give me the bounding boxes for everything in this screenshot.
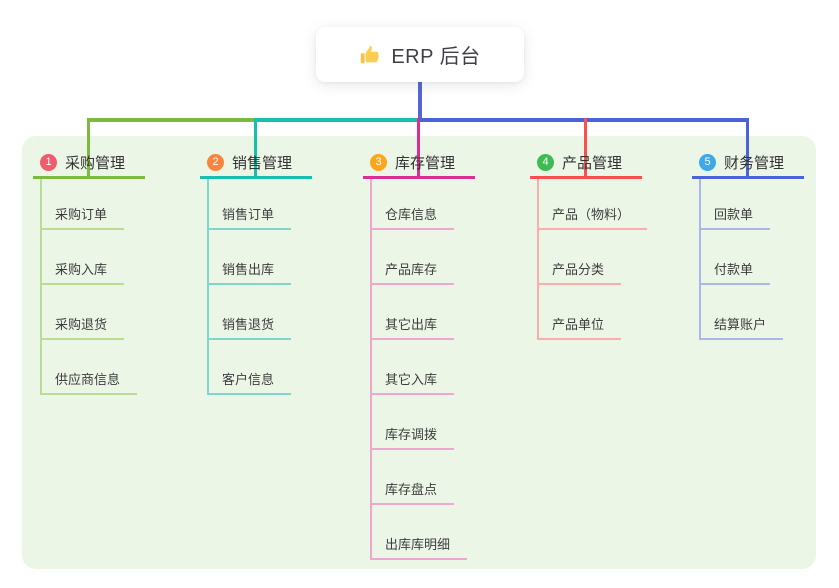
child-node[interactable]: 采购订单 xyxy=(40,204,125,230)
children-connector-line xyxy=(40,179,42,395)
child-node[interactable]: 结算账户 xyxy=(699,314,784,340)
branch-drop-line xyxy=(746,118,749,177)
branch-label: 库存管理 xyxy=(395,154,456,172)
branch-node[interactable]: 5 财务管理 xyxy=(692,148,804,179)
branch-label: 财务管理 xyxy=(724,154,785,172)
children-connector-line xyxy=(537,179,539,340)
root-node[interactable]: ERP 后台 xyxy=(316,27,524,82)
child-node[interactable]: 销售退货 xyxy=(207,314,292,340)
branch-drop-line xyxy=(87,118,90,177)
child-node[interactable]: 供应商信息 xyxy=(40,369,138,395)
child-node[interactable]: 采购退货 xyxy=(40,314,125,340)
child-node[interactable]: 库存调拨 xyxy=(370,424,455,450)
branch-drop-line xyxy=(417,118,420,177)
branch-label: 销售管理 xyxy=(232,154,293,172)
child-node[interactable]: 出库库明细 xyxy=(370,534,468,560)
bus-segment xyxy=(256,118,419,122)
child-node[interactable]: 库存盘点 xyxy=(370,479,455,505)
branch-number-badge: 5 xyxy=(699,153,716,171)
bus-segment xyxy=(89,118,256,122)
child-node[interactable]: 其它入库 xyxy=(370,369,455,395)
child-node[interactable]: 销售出库 xyxy=(207,259,292,285)
child-node[interactable]: 产品（物料） xyxy=(537,204,648,230)
branch-number-badge: 4 xyxy=(537,153,554,171)
child-node[interactable]: 产品单位 xyxy=(537,314,622,340)
children-connector-line xyxy=(699,179,701,340)
root-title: ERP 后台 xyxy=(391,46,481,68)
child-node[interactable]: 其它出库 xyxy=(370,314,455,340)
branch-label: 采购管理 xyxy=(65,154,126,172)
child-node[interactable]: 销售订单 xyxy=(207,204,292,230)
branch-label: 产品管理 xyxy=(562,154,623,172)
child-node[interactable]: 产品分类 xyxy=(537,259,622,285)
branch-drop-line xyxy=(254,118,257,177)
children-connector-line xyxy=(207,179,209,395)
branches-panel xyxy=(22,136,816,569)
child-node[interactable]: 客户信息 xyxy=(207,369,292,395)
branch-node[interactable]: 4 产品管理 xyxy=(530,148,642,179)
thumbs-up-icon xyxy=(361,45,380,63)
branch-number-badge: 2 xyxy=(207,153,224,171)
root-connector-line xyxy=(418,82,422,122)
branch-node[interactable]: 1 采购管理 xyxy=(33,148,145,179)
children-connector-line xyxy=(370,179,372,560)
bus-segment xyxy=(419,118,748,122)
child-node[interactable]: 付款单 xyxy=(699,259,771,285)
child-node[interactable]: 仓库信息 xyxy=(370,204,455,230)
child-node[interactable]: 采购入库 xyxy=(40,259,125,285)
branch-number-badge: 1 xyxy=(40,153,57,171)
branch-number-badge: 3 xyxy=(370,153,387,171)
branch-node[interactable]: 2 销售管理 xyxy=(200,148,312,179)
child-node[interactable]: 产品库存 xyxy=(370,259,455,285)
branch-drop-line xyxy=(584,118,587,177)
child-node[interactable]: 回款单 xyxy=(699,204,771,230)
branch-node[interactable]: 3 库存管理 xyxy=(363,148,475,179)
